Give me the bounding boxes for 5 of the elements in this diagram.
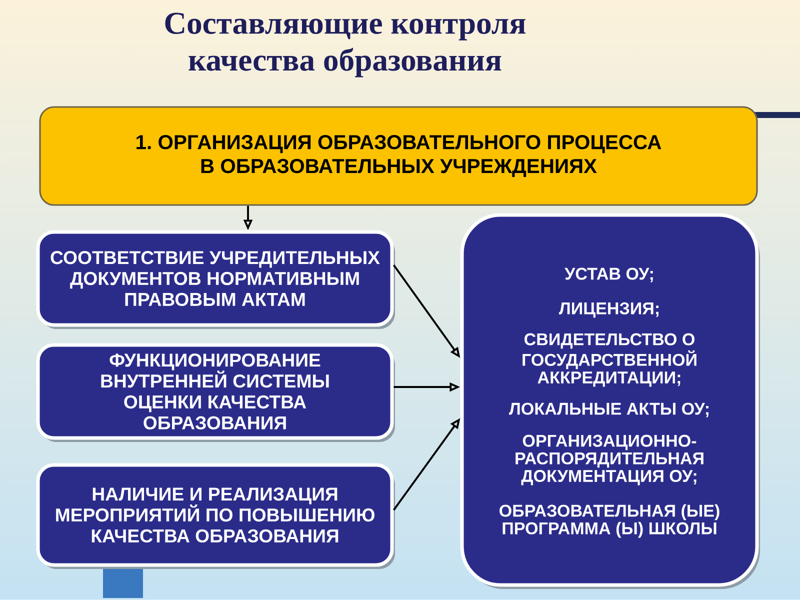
process-box: НАЛИЧИЕ И РЕАЛИЗАЦИЯ МЕРОПРИЯТИЙ ПО ПОВЫШЕНИЮ КАЧЕСТВА ОБРАЗОВАНИЯ xyxy=(36,463,395,569)
process-box: СООТВЕТСТВИЕ УЧРЕДИТЕЛЬНЫХ ДОКУМЕНТОВ НОРМАТИВНЫМ ПРАВОВЫМ АКТАМ xyxy=(36,230,395,329)
process-box: ФУНКЦИОНИРОВАНИЕ ВНУТРЕННЕЙ СИСТЕМЫ ОЦЕНКИ КАЧЕСТВА ОБРАЗОВАНИЯ xyxy=(36,343,395,442)
heading-box: 1. ОРГАНИЗАЦИЯ ОБРАЗОВАТЕЛЬНОГО ПРОЦЕССА В ОБРАЗОВАТЕЛЬНЫХ УЧРЕЖДЕНИЯХ xyxy=(39,106,758,206)
title: Составляющие контроля качества образования xyxy=(165,12,526,78)
